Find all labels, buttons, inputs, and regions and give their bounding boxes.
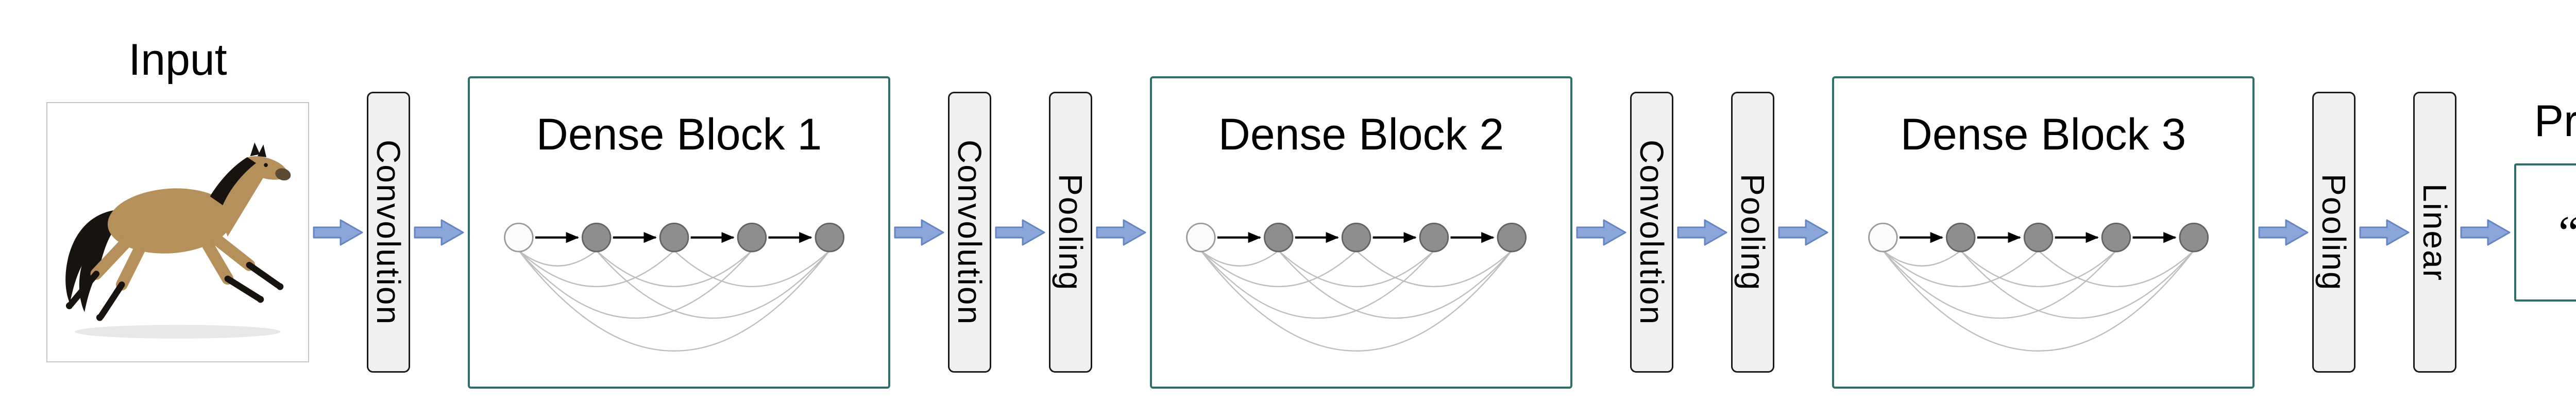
prediction-label: Prediction [2534, 96, 2576, 146]
flow-arrow-icon [2258, 219, 2309, 245]
pooling-box-2: Pooling [1731, 92, 1774, 373]
dense-block-title: Dense Block 2 [1218, 109, 1504, 159]
flow-arrow-icon [313, 219, 363, 245]
flow-arrow-icon [1778, 219, 1828, 245]
dense-block-connections [1839, 218, 2247, 383]
input-group: Input [46, 35, 309, 362]
flow-arrow-icon [2460, 219, 2511, 245]
dense-block-title: Dense Block 1 [536, 109, 822, 159]
linear-label: Linear [2416, 183, 2453, 281]
flow-arrow-icon [1096, 219, 1146, 245]
dense-block-connections [475, 218, 883, 383]
dense-block-2: Dense Block 2 [1150, 76, 1572, 389]
pooling-label: Pooling [2315, 173, 2352, 291]
horse-image [46, 102, 309, 362]
pooling-label: Pooling [1734, 173, 1771, 291]
convolution-box-1: Convolution [367, 92, 410, 373]
convolution-label: Convolution [1633, 139, 1670, 325]
flow-arrow-icon [1576, 219, 1626, 245]
linear-box: Linear [2413, 92, 2456, 373]
pooling-label: Pooling [1052, 173, 1089, 291]
pooling-box-1: Pooling [1049, 92, 1092, 373]
dense-block-3: Dense Block 3 [1832, 76, 2255, 389]
pooling-box-3: Pooling [2312, 92, 2355, 373]
convolution-box-3: Convolution [1630, 92, 1673, 373]
convolution-label: Convolution [370, 139, 407, 325]
prediction-group: Prediction “horse” [2514, 96, 2576, 302]
prediction-text: “horse” [2554, 205, 2576, 260]
input-label: Input [128, 35, 227, 85]
pipeline-flow: Input [46, 0, 2576, 417]
convolution-label: Convolution [951, 139, 988, 325]
flow-arrow-icon [995, 219, 1045, 245]
convolution-box-2: Convolution [948, 92, 991, 373]
dense-block-1: Dense Block 1 [468, 76, 890, 389]
dense-block-connections [1157, 218, 1565, 383]
prediction-box: “horse” [2514, 163, 2576, 302]
dense-block-title: Dense Block 3 [1900, 109, 2187, 159]
running-horse-illustration [65, 142, 291, 339]
flow-arrow-icon [414, 219, 464, 245]
flow-arrow-icon [894, 219, 944, 245]
flow-arrow-icon [1677, 219, 1727, 245]
flow-arrow-icon [2359, 219, 2410, 245]
